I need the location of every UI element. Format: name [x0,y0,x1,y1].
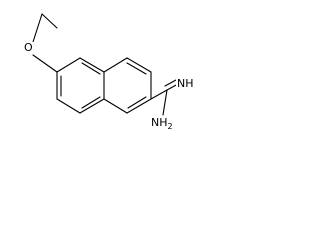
bond-o-ring [32,54,58,73]
bond-ring-amidine [150,89,168,100]
amine-atom-main: NH [151,116,168,129]
bond-ethyl-cc [41,13,58,29]
bond-r1 [103,57,128,73]
bond-diagram [32,13,179,116]
bond-l-double-2 [81,96,101,109]
imine-atom-label: NH [176,77,195,90]
molecule-structure: O NH NH2 [0,0,211,142]
bond-r5 [103,98,128,114]
bond-r2 [126,57,152,73]
bond-l-double-3 [81,62,101,75]
bond-r4 [126,98,152,114]
bond-r-double-2 [127,96,147,109]
bond-l6 [56,57,81,73]
bond-l3 [79,98,105,114]
amine-atom-label: NH2 [150,116,174,131]
bond-amidine-double-b [164,79,177,87]
bond-amidine-single [162,89,168,116]
bond-l2 [56,98,81,114]
amine-atom-subscript: 2 [167,122,173,131]
bond-r-double-1 [126,62,147,75]
oxygen-atom-label: O [23,41,34,54]
bond-l5 [79,57,105,73]
bond-ethyl-co [32,13,43,43]
